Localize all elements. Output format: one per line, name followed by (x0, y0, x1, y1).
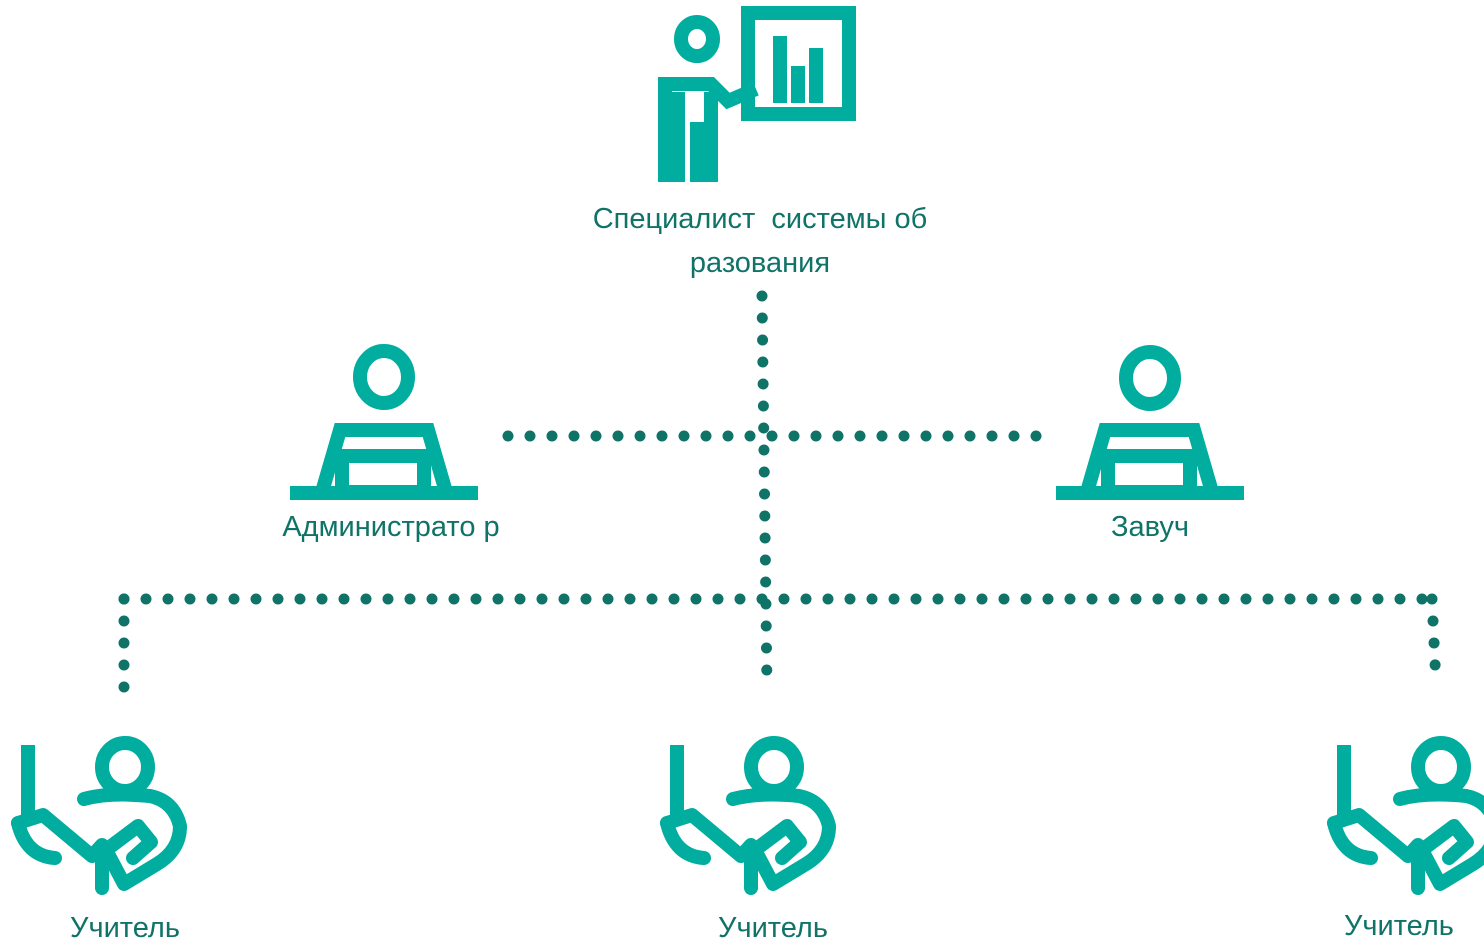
specialist-label: Специалист системы образования (592, 203, 928, 279)
admin-person-icon (290, 344, 478, 500)
teacher-left-pointer-icon (11, 736, 187, 895)
zavuch-label: Завуч (1110, 511, 1190, 543)
presenter-chart-icon (658, 6, 856, 182)
teacher-right-pointer-icon (1327, 736, 1484, 895)
zavuch-person-icon (1056, 345, 1244, 500)
teacher-left-label: Учитель (70, 912, 180, 944)
connector-teacher-right-drop (1426, 593, 1442, 690)
teacher-right-label: Учитель (1344, 910, 1454, 942)
connector-top-vertical (756, 290, 773, 694)
connectors (118, 290, 1442, 696)
teacher-center-pointer-icon (660, 736, 836, 895)
teacher-center-label: Учитель (718, 912, 828, 944)
admin-label: Администрато р (282, 511, 500, 543)
